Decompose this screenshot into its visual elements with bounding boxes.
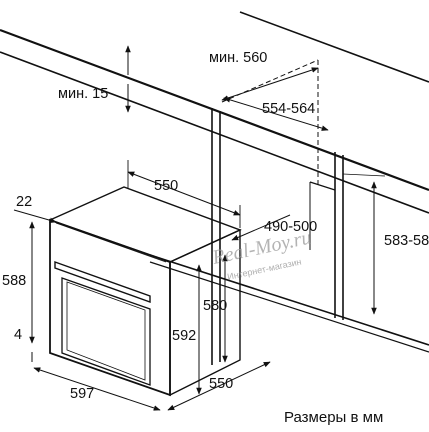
dimension-554-564	[223, 97, 329, 131]
label-554-564: 554-564	[262, 101, 315, 117]
oven-door-handle	[54, 261, 151, 303]
dimension-22	[13, 209, 57, 223]
label-580: 580	[203, 298, 227, 314]
oven-door-window	[61, 277, 151, 386]
label-588: 588	[2, 273, 26, 289]
dimension-597	[33, 367, 161, 411]
dimension-min-560	[221, 67, 319, 101]
label-4: 4	[14, 327, 22, 343]
label-550-bottom: 550	[209, 376, 233, 392]
label-583-585: 583-585	[384, 233, 429, 249]
label-490-500: 490-500	[264, 219, 317, 235]
label-550-top: 550	[154, 178, 178, 194]
dimension-550-bottom	[167, 361, 271, 411]
label-min-560: мин. 560	[209, 50, 267, 66]
dimension-583-585	[342, 173, 386, 315]
label-min-15: мин. 15	[58, 86, 108, 102]
label-597: 597	[70, 386, 94, 402]
dimension-490-500	[231, 214, 291, 241]
caption-units: Размеры в мм	[284, 409, 383, 426]
label-592: 592	[172, 328, 196, 344]
label-22: 22	[16, 194, 32, 210]
dimension-550-top	[127, 160, 241, 228]
